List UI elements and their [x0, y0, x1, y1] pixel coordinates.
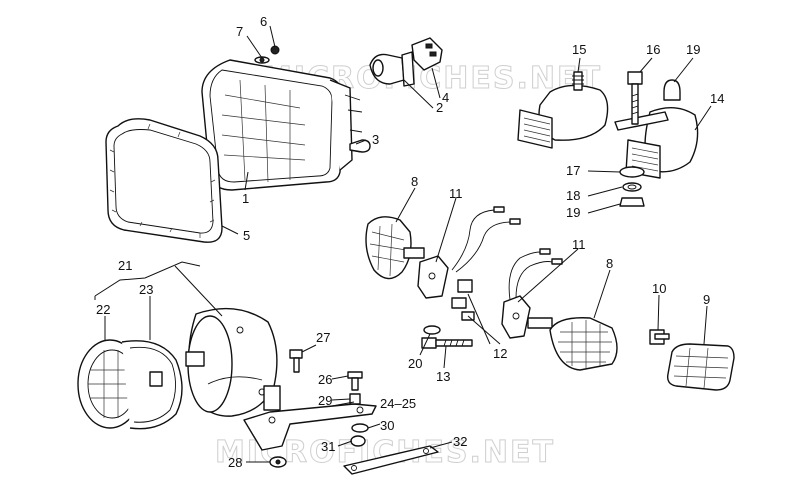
nut-19-top	[663, 79, 681, 101]
callout-6: 6	[260, 14, 267, 29]
callout-7: 7	[236, 24, 243, 39]
callout-9: 9	[703, 292, 710, 307]
gasket-5	[105, 118, 223, 243]
screw-10	[649, 329, 670, 345]
bulb-2	[369, 51, 415, 87]
indicator-bracket-11-left	[417, 255, 449, 299]
wire-left	[451, 206, 521, 273]
bolt-13	[421, 337, 473, 349]
bulb-3	[349, 139, 371, 153]
callout-29: 29	[318, 393, 332, 408]
socket-4	[411, 37, 443, 71]
callout-19-bottom: 19	[566, 205, 580, 220]
screw-27	[289, 349, 303, 373]
indicator-8-right	[527, 317, 618, 371]
callout-23: 23	[139, 282, 153, 297]
callout-14: 14	[710, 91, 724, 106]
washer-7	[254, 56, 270, 64]
callout-11-right: 11	[572, 237, 586, 252]
headlight-shell-21	[185, 307, 278, 417]
washer-17	[619, 166, 645, 178]
callout-15: 15	[572, 42, 586, 57]
bolt-16	[627, 71, 643, 125]
callout-1: 1	[242, 191, 249, 206]
horn-15	[517, 71, 609, 149]
callout-2: 2	[436, 100, 443, 115]
callout-19-top: 19	[686, 42, 700, 57]
callout-4: 4	[442, 90, 449, 105]
screw-6	[270, 45, 280, 55]
callout-8-left: 8	[411, 174, 418, 189]
callout-27: 27	[316, 330, 330, 345]
leader-lines	[94, 25, 712, 463]
wire-right	[508, 248, 563, 301]
callout-31: 31	[321, 439, 335, 454]
callout-20: 20	[408, 356, 422, 371]
callout-8-right: 8	[606, 256, 613, 271]
callout-labels: 6 7 1 3 2 4 5 15 16 19 14 17 18 19 8 11 …	[96, 14, 724, 470]
indicator-8-left	[365, 216, 425, 280]
callout-32: 32	[453, 434, 467, 449]
rectangular-headlight	[201, 59, 363, 191]
callout-21: 21	[118, 258, 132, 273]
indicator-bracket-11-right	[501, 295, 531, 339]
callout-5: 5	[243, 228, 250, 243]
callout-3: 3	[372, 132, 379, 147]
bracket-24-25	[243, 385, 377, 451]
washer-18	[622, 182, 642, 192]
callout-16: 16	[646, 42, 660, 57]
callout-18: 18	[566, 188, 580, 203]
callout-12: 12	[493, 346, 507, 361]
callout-17: 17	[566, 163, 580, 178]
nut-19-bottom	[619, 197, 645, 207]
strap-32	[343, 445, 439, 475]
nut-31	[350, 435, 366, 447]
washer-20	[423, 325, 441, 335]
reflector-9	[666, 343, 735, 391]
trim-ring-23	[121, 340, 183, 430]
screw-26	[347, 371, 363, 391]
washer-30	[351, 423, 369, 433]
callout-13: 13	[436, 369, 450, 384]
nut-28	[269, 456, 287, 468]
callout-24-25: 24–25	[380, 396, 416, 411]
callout-22: 22	[96, 302, 110, 317]
callout-10: 10	[652, 281, 666, 296]
callout-26: 26	[318, 372, 332, 387]
callout-28: 28	[228, 455, 242, 470]
callout-11-left: 11	[449, 186, 463, 201]
callout-30: 30	[380, 418, 394, 433]
